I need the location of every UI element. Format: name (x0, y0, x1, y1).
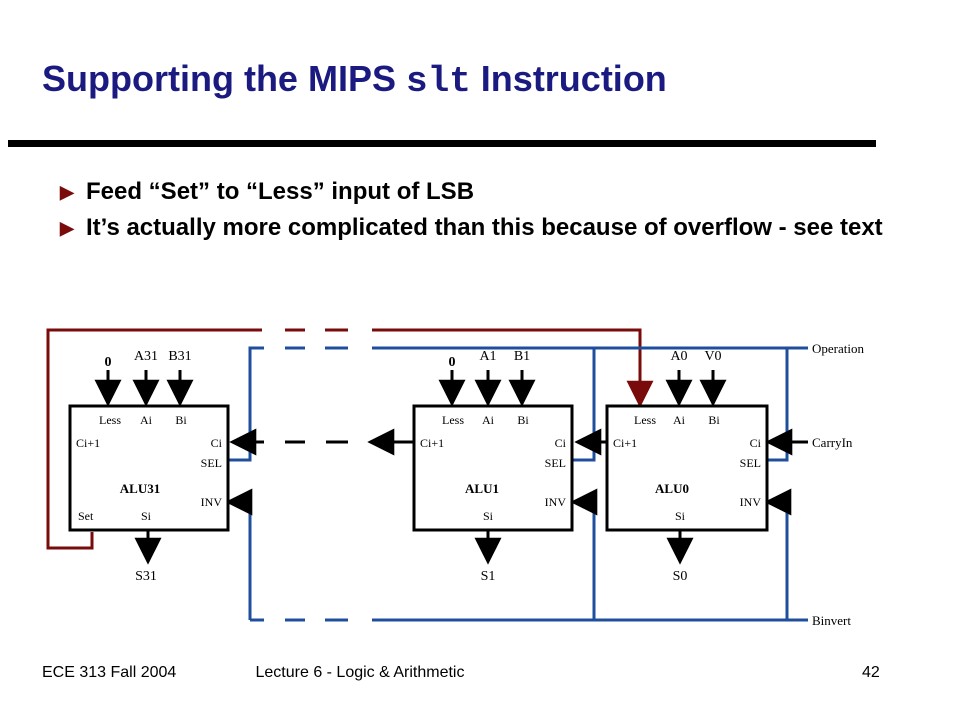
alu0-port-a: Ai (673, 413, 686, 427)
title-suffix: Instruction (470, 58, 667, 99)
alu0-port-cout: Ci+1 (613, 436, 637, 450)
alu31-port-s: Si (141, 509, 152, 523)
alu1-port-b: Bi (517, 413, 529, 427)
alu31-port-less: Less (99, 413, 121, 427)
bullet-item: ▶ Feed “Set” to “Less” input of LSB (60, 176, 900, 208)
bullet-list: ▶ Feed “Set” to “Less” input of LSB ▶ It… (60, 176, 900, 248)
alu1-port-inv: INV (545, 495, 567, 509)
footer-course: ECE 313 Fall 2004 (42, 664, 177, 681)
alu31-port-set: Set (78, 509, 94, 523)
alu0-port-inv: INV (740, 495, 762, 509)
alu0-output: S0 (673, 569, 688, 584)
alu31-less-input: 0 (105, 355, 112, 370)
operation-bus (228, 346, 808, 462)
alu1-port-sel: SEL (545, 456, 566, 470)
title-prefix: Supporting the MIPS (42, 58, 406, 99)
alu31-name: ALU31 (120, 481, 160, 496)
alu31-port-cout: Ci+1 (76, 436, 100, 450)
footer-lecture: Lecture 6 - Logic & Arithmetic (255, 664, 465, 681)
alu1-port-cout: Ci+1 (420, 436, 444, 450)
alu1-output: S1 (481, 569, 496, 584)
alu0-name: ALU0 (655, 481, 689, 496)
binvert-bus (248, 502, 808, 622)
alu0-port-b: Bi (708, 413, 720, 427)
binvert-label: Binvert (812, 613, 851, 628)
alu31-port-cin: Ci (211, 436, 223, 450)
alu1-less-input: 0 (449, 355, 456, 370)
alu31-port-b: Bi (175, 413, 187, 427)
alu0-b-input: V0 (704, 349, 721, 364)
alu1-a-input: A1 (479, 349, 496, 364)
alu31-port-inv: INV (201, 495, 223, 509)
page-title: Supporting the MIPS slt Instruction (42, 58, 667, 102)
alu0-port-cin: Ci (750, 436, 762, 450)
alu0-port-less: Less (634, 413, 656, 427)
alu0-port-s: Si (675, 509, 686, 523)
title-rule (8, 140, 876, 147)
alu31-a-input: A31 (134, 349, 158, 364)
carry-in-label: CarryIn (812, 435, 853, 450)
alu1-b-input: B1 (514, 349, 530, 364)
alu1-port-cin: Ci (555, 436, 567, 450)
alu-diagram: 0 A31 B31 Less Ai Bi Ci+1 Ci SEL INV ALU… (46, 328, 864, 628)
bullet-item: ▶ It’s actually more complicated than th… (60, 212, 900, 244)
alu0-a-input: A0 (670, 349, 687, 364)
alu31-port-sel: SEL (201, 456, 222, 470)
alu1-block: 0 A1 B1 Less Ai Bi Ci+1 Ci SEL INV ALU1 … (412, 349, 574, 584)
alu31-port-a: Ai (140, 413, 153, 427)
alu0-block: A0 V0 Less Ai Bi Ci+1 Ci SEL INV ALU0 Si… (605, 349, 769, 584)
triangle-bullet-icon: ▶ (60, 218, 74, 238)
set-feedback-wire (46, 328, 654, 550)
alu1-name: ALU1 (465, 481, 499, 496)
alu0-port-sel: SEL (740, 456, 761, 470)
bullet-text: It’s actually more complicated than this… (86, 214, 883, 241)
alu31-block: 0 A31 B31 Less Ai Bi Ci+1 Ci SEL INV ALU… (68, 349, 230, 584)
alu1-port-s: Si (483, 509, 494, 523)
alu31-output: S31 (135, 569, 157, 584)
alu31-b-input: B31 (168, 349, 191, 364)
alu1-port-less: Less (442, 413, 464, 427)
footer-page-number: 42 (862, 664, 880, 681)
operation-label: Operation (812, 341, 864, 356)
triangle-bullet-icon: ▶ (60, 182, 74, 202)
title-code: slt (405, 61, 471, 102)
bullet-text: Feed “Set” to “Less” input of LSB (86, 178, 475, 205)
alu1-port-a: Ai (482, 413, 495, 427)
